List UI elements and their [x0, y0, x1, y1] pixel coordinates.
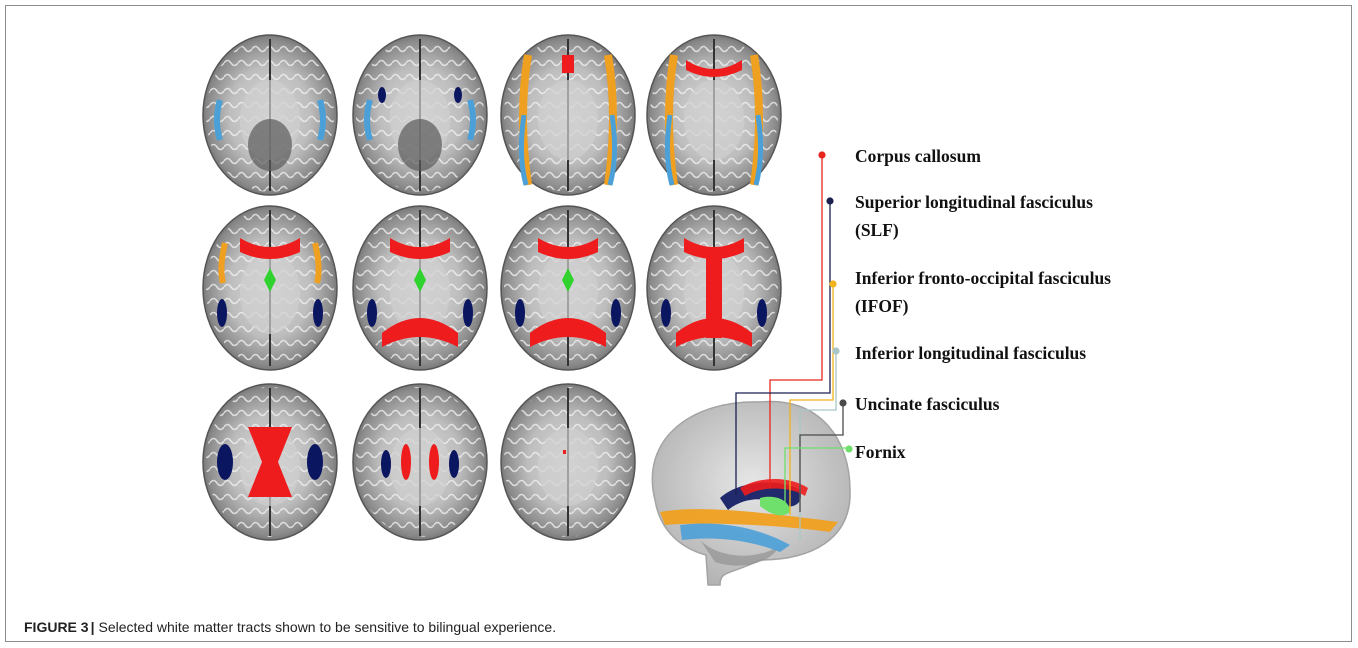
slf-right: [463, 299, 473, 327]
ifof-left: [221, 243, 225, 283]
legend-label: Corpus callosum: [855, 146, 981, 166]
corpus-callosum-body: [706, 248, 722, 338]
cerebellum: [248, 119, 292, 171]
slf-left: [367, 299, 377, 327]
white-matter: [538, 428, 598, 506]
slf-right: [313, 299, 323, 327]
slf-left: [217, 299, 227, 327]
slf-left: [381, 450, 391, 478]
legend-marker: [832, 347, 839, 354]
brain-slice: [203, 384, 337, 540]
slf-left: [378, 87, 386, 103]
brain-slice: [353, 35, 487, 195]
brain-slice: [203, 35, 337, 195]
corpus-callosum-left: [401, 444, 411, 480]
brain-slice: [353, 206, 487, 370]
corpus-callosum-right: [429, 444, 439, 480]
slf-right: [757, 299, 767, 327]
ilf-left: [367, 100, 370, 140]
figure-caption: FIGURE 3|Selected white matter tracts sh…: [24, 619, 556, 635]
ilf-right: [470, 100, 473, 140]
brain-slice: [203, 206, 337, 370]
cerebellum: [398, 119, 442, 171]
brain-slice: [647, 206, 781, 370]
slf-left: [661, 299, 671, 327]
legend-marker: [826, 197, 833, 204]
slf-right: [454, 87, 462, 103]
legend-label: Superior longitudinal fasciculus: [855, 192, 1093, 212]
legend-marker: [839, 399, 846, 406]
brain-slice: [353, 384, 487, 540]
ilf-right: [320, 100, 323, 140]
slf-left: [515, 299, 525, 327]
slf-right: [611, 299, 621, 327]
legend-marker: [818, 151, 825, 158]
brain-slice: [647, 35, 781, 195]
brain-slice: [501, 206, 635, 370]
white-matter: [684, 80, 744, 160]
legend-label: Inferior fronto-occipital fasciculus: [855, 268, 1111, 288]
figure-label: FIGURE 3: [24, 619, 89, 635]
brain-slice: [501, 384, 635, 540]
legend-label: Uncinate fasciculus: [855, 394, 1000, 414]
corpus-callosum-trace: [563, 450, 566, 454]
legend-label: (SLF): [855, 220, 899, 240]
caption-separator: |: [91, 619, 95, 635]
legend-label: (IFOF): [855, 296, 909, 316]
legend-marker: [845, 445, 852, 452]
brain-slice: [501, 35, 635, 195]
white-matter: [538, 80, 598, 160]
white-matter: [390, 428, 450, 506]
white-matter: [240, 252, 300, 334]
caption-text: Selected white matter tracts shown to be…: [99, 619, 557, 635]
ilf-left: [217, 100, 220, 140]
corpus-callosum-genu: [562, 55, 574, 73]
ifof-right: [315, 243, 319, 283]
slf-right: [307, 444, 323, 480]
slf-right: [449, 450, 459, 478]
slf-left: [217, 444, 233, 480]
legend-label: Fornix: [855, 442, 906, 462]
legend-marker: [829, 280, 836, 287]
legend-label: Inferior longitudinal fasciculus: [855, 343, 1086, 363]
